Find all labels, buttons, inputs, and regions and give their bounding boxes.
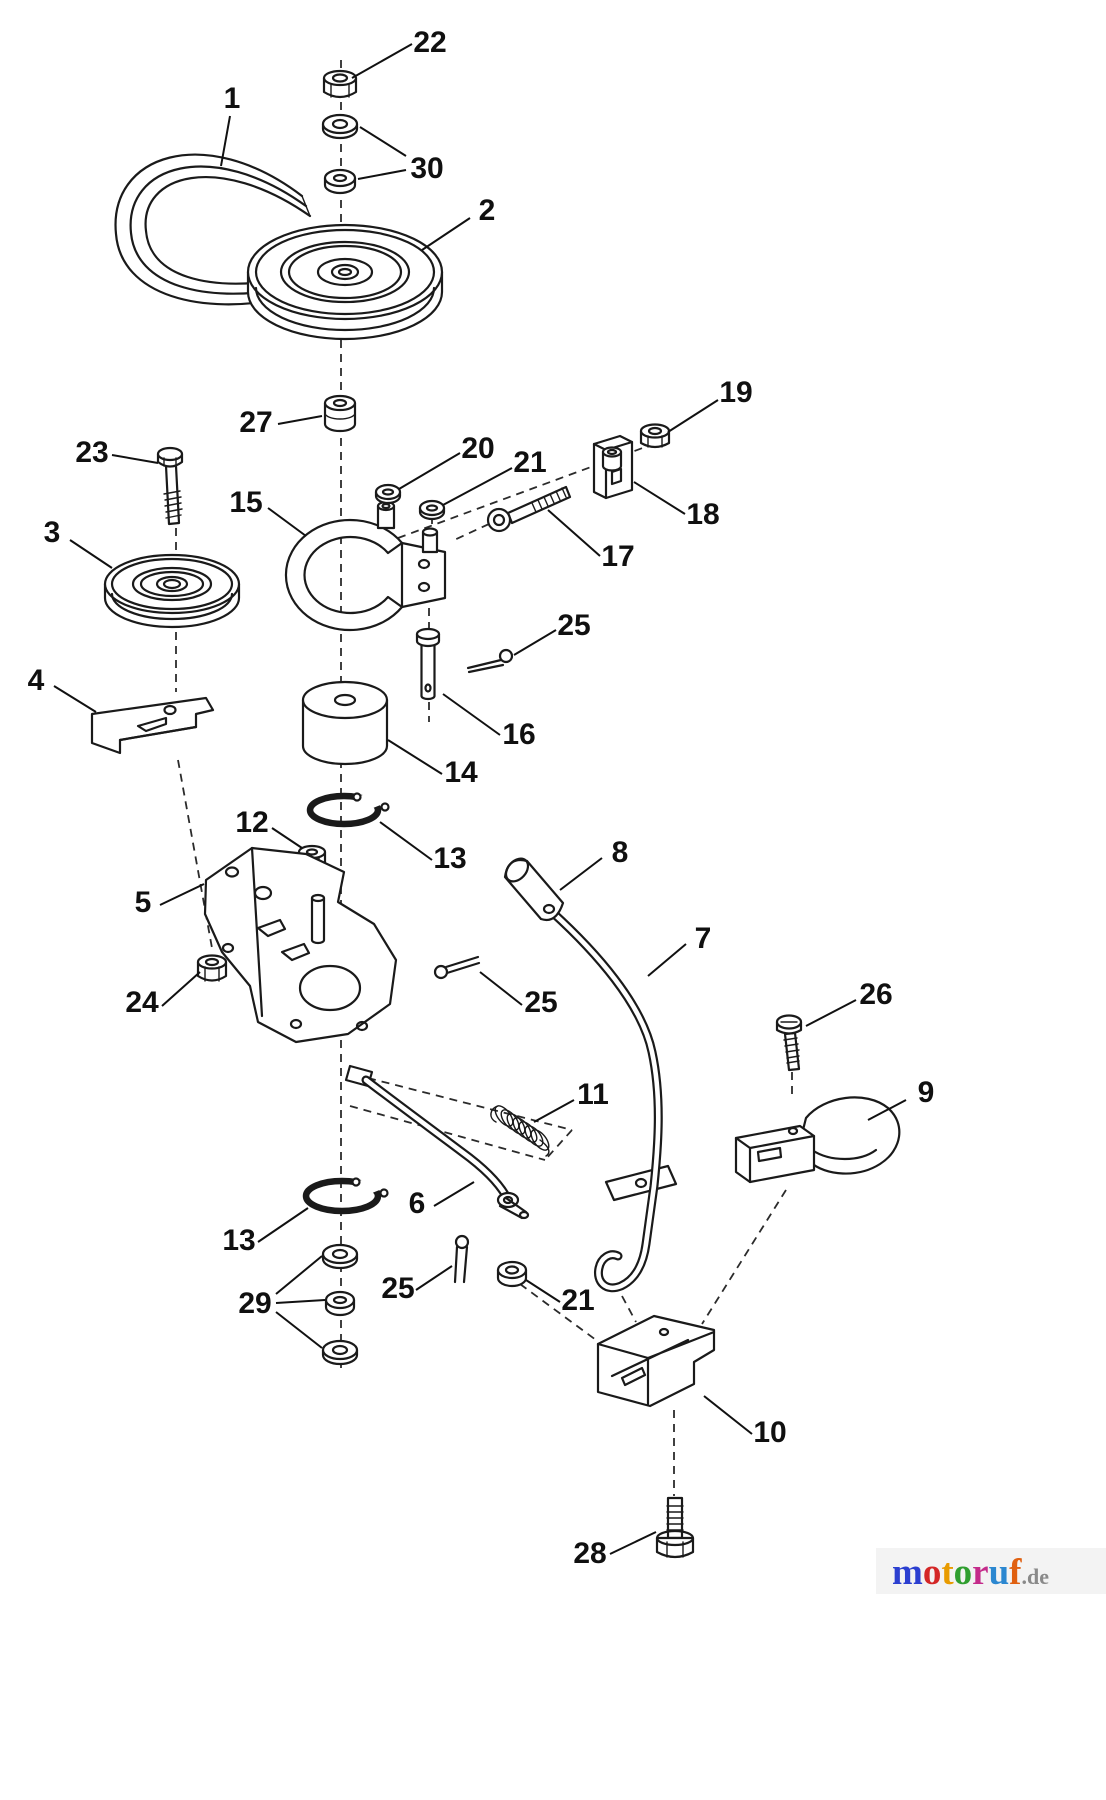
watermark-letter: m xyxy=(892,1552,923,1593)
part-label-18: 18 xyxy=(686,498,719,531)
watermark-letter: t xyxy=(941,1552,954,1593)
part-label-21-lower: 21 xyxy=(561,1284,594,1317)
watermark-letter: o xyxy=(923,1552,942,1593)
part-label-16: 16 xyxy=(502,718,535,751)
part-label-24: 24 xyxy=(125,986,159,1019)
part-2-idler-pulley xyxy=(246,223,444,341)
part-7-control-rod xyxy=(547,907,678,1293)
part-21-washer-lower xyxy=(496,1260,528,1288)
part-label-23: 23 xyxy=(75,436,108,469)
part-17-eyebolt xyxy=(486,485,572,533)
watermark: motoruf.de xyxy=(876,1548,1106,1594)
part-6-link-rod xyxy=(344,1064,530,1220)
part-18-pivot-bracket xyxy=(592,434,634,500)
part-label-29: 29 xyxy=(238,1287,271,1320)
part-label-1: 1 xyxy=(224,82,241,115)
part-20-washer xyxy=(374,483,402,505)
part-label-25-lower: 25 xyxy=(381,1272,414,1305)
part-8-handle-grip xyxy=(503,857,565,921)
part-label-3: 3 xyxy=(44,516,61,549)
part-30-washers xyxy=(321,113,359,195)
part-22-hex-nut xyxy=(322,69,358,99)
part-24-hex-nut xyxy=(196,954,228,982)
watermark-letter: o xyxy=(954,1552,973,1593)
part-label-25-upper: 25 xyxy=(557,609,590,642)
part-label-10: 10 xyxy=(753,1416,786,1449)
part-label-26: 26 xyxy=(859,978,892,1011)
part-21-washer xyxy=(418,499,446,521)
leader-lines xyxy=(53,43,907,1555)
part-29-washers xyxy=(321,1243,359,1366)
part-9-latch-handle xyxy=(734,1096,901,1184)
watermark-letter: u xyxy=(989,1552,1010,1593)
part-4-anchor-bracket xyxy=(90,696,215,755)
part-label-27: 27 xyxy=(239,406,272,439)
part-3-flat-idler-pulley xyxy=(103,553,241,629)
part-10-channel-bracket xyxy=(596,1314,716,1408)
part-19-hex-nut xyxy=(639,423,671,449)
part-11-spring xyxy=(490,1105,550,1157)
part-label-9: 9 xyxy=(918,1076,935,1109)
watermark-background xyxy=(876,1548,1106,1594)
part-label-14: 14 xyxy=(444,756,478,789)
part-label-8: 8 xyxy=(612,836,629,869)
part-13-snap-ring-lower xyxy=(302,1170,392,1215)
part-label-7: 7 xyxy=(695,922,712,955)
part-label-20: 20 xyxy=(461,432,494,465)
part-label-15: 15 xyxy=(229,486,262,519)
watermark-tld: .de xyxy=(1022,1564,1050,1589)
part-label-28: 28 xyxy=(573,1537,606,1570)
part-label-17: 17 xyxy=(601,540,634,573)
part-label-30: 30 xyxy=(410,152,443,185)
part-14-spacer xyxy=(301,680,389,766)
part-28-hex-bolt xyxy=(655,1496,695,1559)
part-27-spacer-bushing xyxy=(323,394,357,433)
part-label-25-middle: 25 xyxy=(524,986,557,1019)
part-25-cotter-pin-lower xyxy=(453,1234,470,1284)
part-label-4: 4 xyxy=(28,664,45,697)
part-15-clutch-band xyxy=(284,500,447,632)
part-26-screw xyxy=(775,1014,803,1072)
part-25-cotter-pin-middle xyxy=(433,955,481,980)
part-label-11: 11 xyxy=(577,1078,609,1111)
part-label-5: 5 xyxy=(135,886,152,919)
part-label-6: 6 xyxy=(409,1187,426,1220)
part-5-mounting-plate xyxy=(203,846,398,1044)
part-label-2: 2 xyxy=(479,194,496,227)
part-25-cotter-pin-upper xyxy=(466,648,514,674)
part-23-hex-bolt xyxy=(156,446,184,526)
part-label-13-lower: 13 xyxy=(222,1224,255,1257)
part-label-21: 21 xyxy=(513,446,546,479)
part-label-19: 19 xyxy=(719,376,752,409)
part-label-13-upper: 13 xyxy=(433,842,466,875)
watermark-letter: f xyxy=(1009,1552,1022,1593)
watermark-text: motoruf.de xyxy=(892,1552,1049,1593)
assembly-dashed-lines xyxy=(175,60,793,1496)
part-13-snap-ring-upper xyxy=(306,785,392,828)
part-label-12: 12 xyxy=(235,806,268,839)
watermark-letter: r xyxy=(972,1552,988,1593)
part-16-clevis-pin xyxy=(415,627,441,701)
rod-lever-plate xyxy=(604,1164,678,1202)
part-label-22: 22 xyxy=(413,26,446,59)
